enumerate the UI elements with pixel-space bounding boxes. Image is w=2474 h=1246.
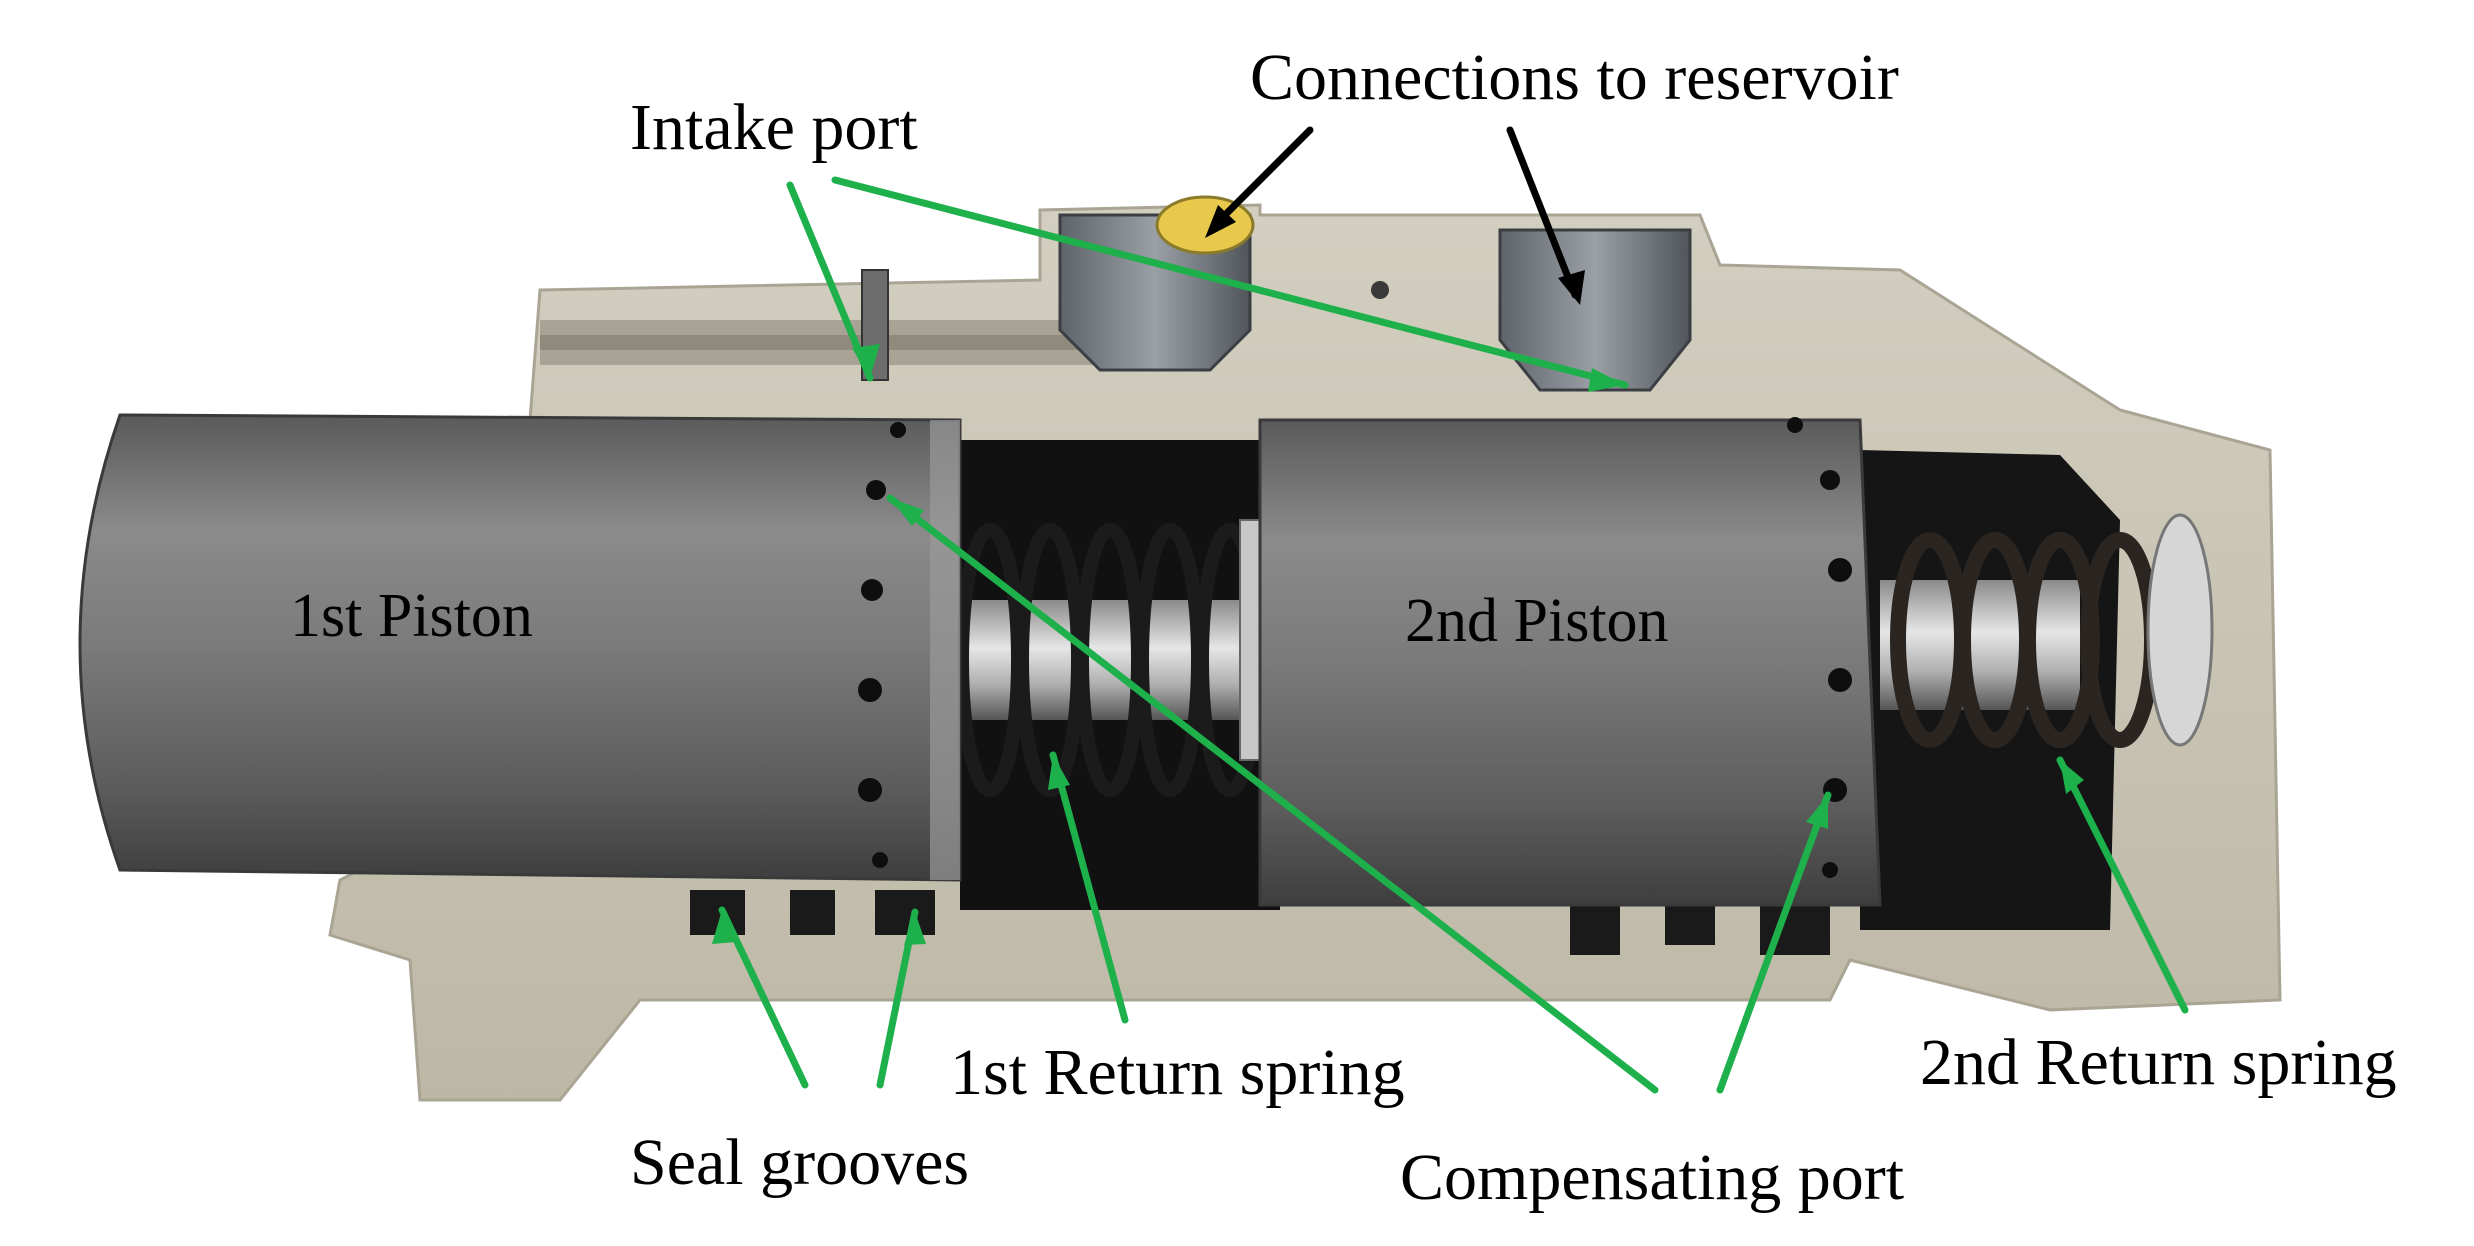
arrow-first-spring	[1049, 751, 1129, 1024]
label-first-return-spring: 1st Return spring	[950, 1036, 1405, 1109]
label-second-return-spring: 2nd Return spring	[1920, 1026, 2397, 1099]
arrow-reservoir-right	[1506, 126, 1579, 299]
label-intake-port: Intake port	[630, 91, 918, 164]
second-piston	[1258, 418, 1882, 907]
seal-grooves-left	[690, 890, 935, 935]
green-arrowheads	[712, 344, 2084, 945]
first-piston-holes	[858, 422, 906, 868]
arrow-second-spring	[2056, 756, 2189, 1014]
second-return-spring	[1890, 532, 2160, 748]
reservoir-cup-right	[1498, 228, 1692, 392]
arrow-reservoir-left	[1211, 126, 1314, 229]
label-first-piston: 1st Piston	[290, 582, 533, 650]
label-seal-grooves: Seal grooves	[630, 1126, 970, 1199]
first-piston	[78, 413, 962, 882]
label-connections-to-reservoir: Connections to reservoir	[1250, 41, 1899, 114]
black-annotation-arrows	[1211, 126, 1579, 299]
arrow-intake-port-2	[831, 176, 1629, 389]
first-return-spring	[955, 523, 1265, 797]
arrow-intake-port-1	[786, 181, 874, 382]
first-spring-rod	[960, 600, 1260, 720]
arrow-compensating-port-1	[886, 494, 1659, 1094]
second-piston-holes	[1787, 417, 1852, 878]
green-annotation-arrows	[718, 176, 2189, 1094]
arrow-seal-groove-1	[718, 906, 809, 1089]
second-spring-rod	[1880, 580, 2080, 710]
arrow-compensating-port-2	[1716, 791, 1832, 1094]
label-compensating-port: Compensating port	[1400, 1141, 1905, 1214]
label-second-piston: 2nd Piston	[1405, 587, 1669, 655]
